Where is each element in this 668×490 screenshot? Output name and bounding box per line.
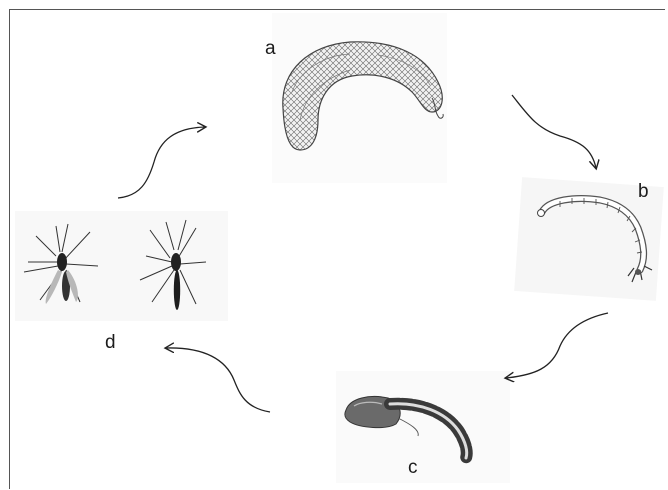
- adult-midge-icon: [15, 211, 228, 321]
- stage-label-c: c: [408, 458, 418, 477]
- stage-label-d: d: [105, 333, 116, 352]
- egg-raft-icon: [272, 13, 447, 183]
- stage-label-b: b: [638, 182, 649, 201]
- pupa-icon: [336, 371, 510, 483]
- arrow-a-to-b: [512, 95, 596, 168]
- arrow-b-to-c: [506, 313, 608, 378]
- arrow-d-to-a: [118, 127, 205, 198]
- stage-label-a: a: [265, 39, 276, 58]
- arrow-c-to-d: [166, 348, 270, 412]
